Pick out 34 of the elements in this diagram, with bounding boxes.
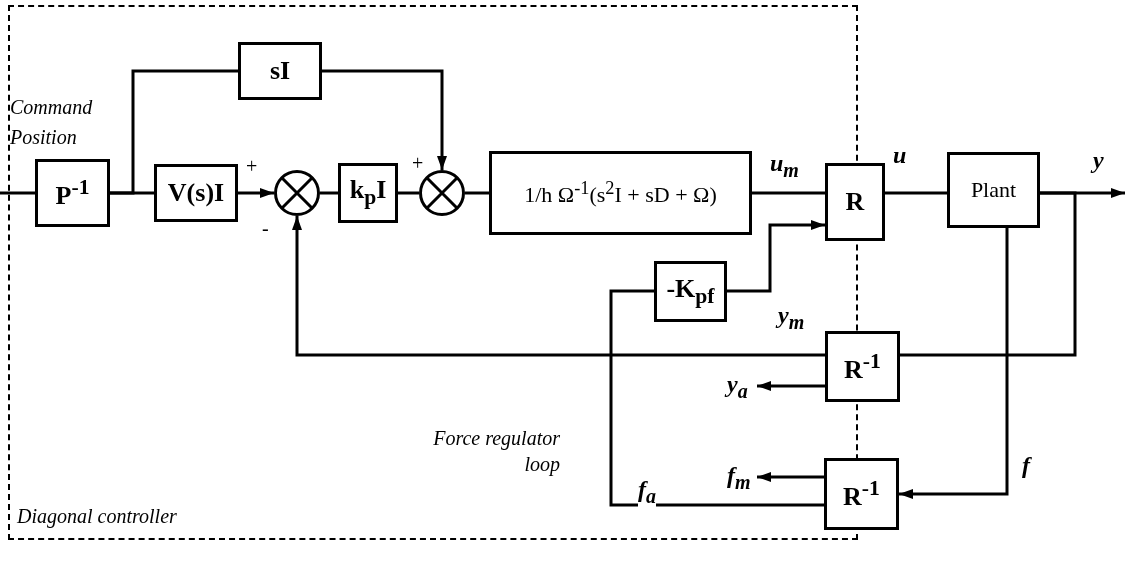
annotation-text: Force regulator loop [432, 426, 560, 477]
block-box: R$^{-1}$ [825, 331, 900, 402]
arrow [238, 188, 274, 198]
block-box: -K$_{pf}$ [654, 261, 727, 322]
connector-line [110, 69, 238, 195]
group-title: Diagonal controller [17, 505, 177, 528]
connector-line [885, 191, 947, 195]
connector-line [752, 191, 825, 195]
sign-label: - [262, 218, 269, 238]
connector-line [465, 191, 489, 195]
arrow [899, 228, 1009, 499]
signal-label: Command Position [10, 95, 94, 150]
connector-line [900, 191, 1077, 357]
arrow [322, 69, 447, 170]
arrow [757, 472, 824, 482]
sign-label: + [246, 156, 258, 176]
block-box: R [825, 163, 885, 241]
block-box: sI [238, 42, 322, 100]
sign-label: + [412, 153, 424, 173]
arrow [757, 381, 825, 391]
connector-line [0, 191, 35, 195]
summing-junction [274, 170, 320, 216]
connector-line [609, 289, 824, 507]
block-box: R$^{-1}$ [824, 458, 899, 530]
block-box: Plant [947, 152, 1040, 228]
block-box: V(s)I [154, 164, 238, 222]
block-box: 1/h Ω$^{-1}$(s$^{2}$I + sD + Ω) [489, 151, 752, 235]
connector-line [320, 191, 338, 195]
arrow [292, 216, 825, 357]
block-box: k$_{p}$I [338, 163, 398, 223]
block-box: P$^{-1}$ [35, 159, 110, 227]
arrow [727, 220, 825, 293]
summing-junction [419, 170, 465, 216]
connector-line [398, 191, 419, 195]
